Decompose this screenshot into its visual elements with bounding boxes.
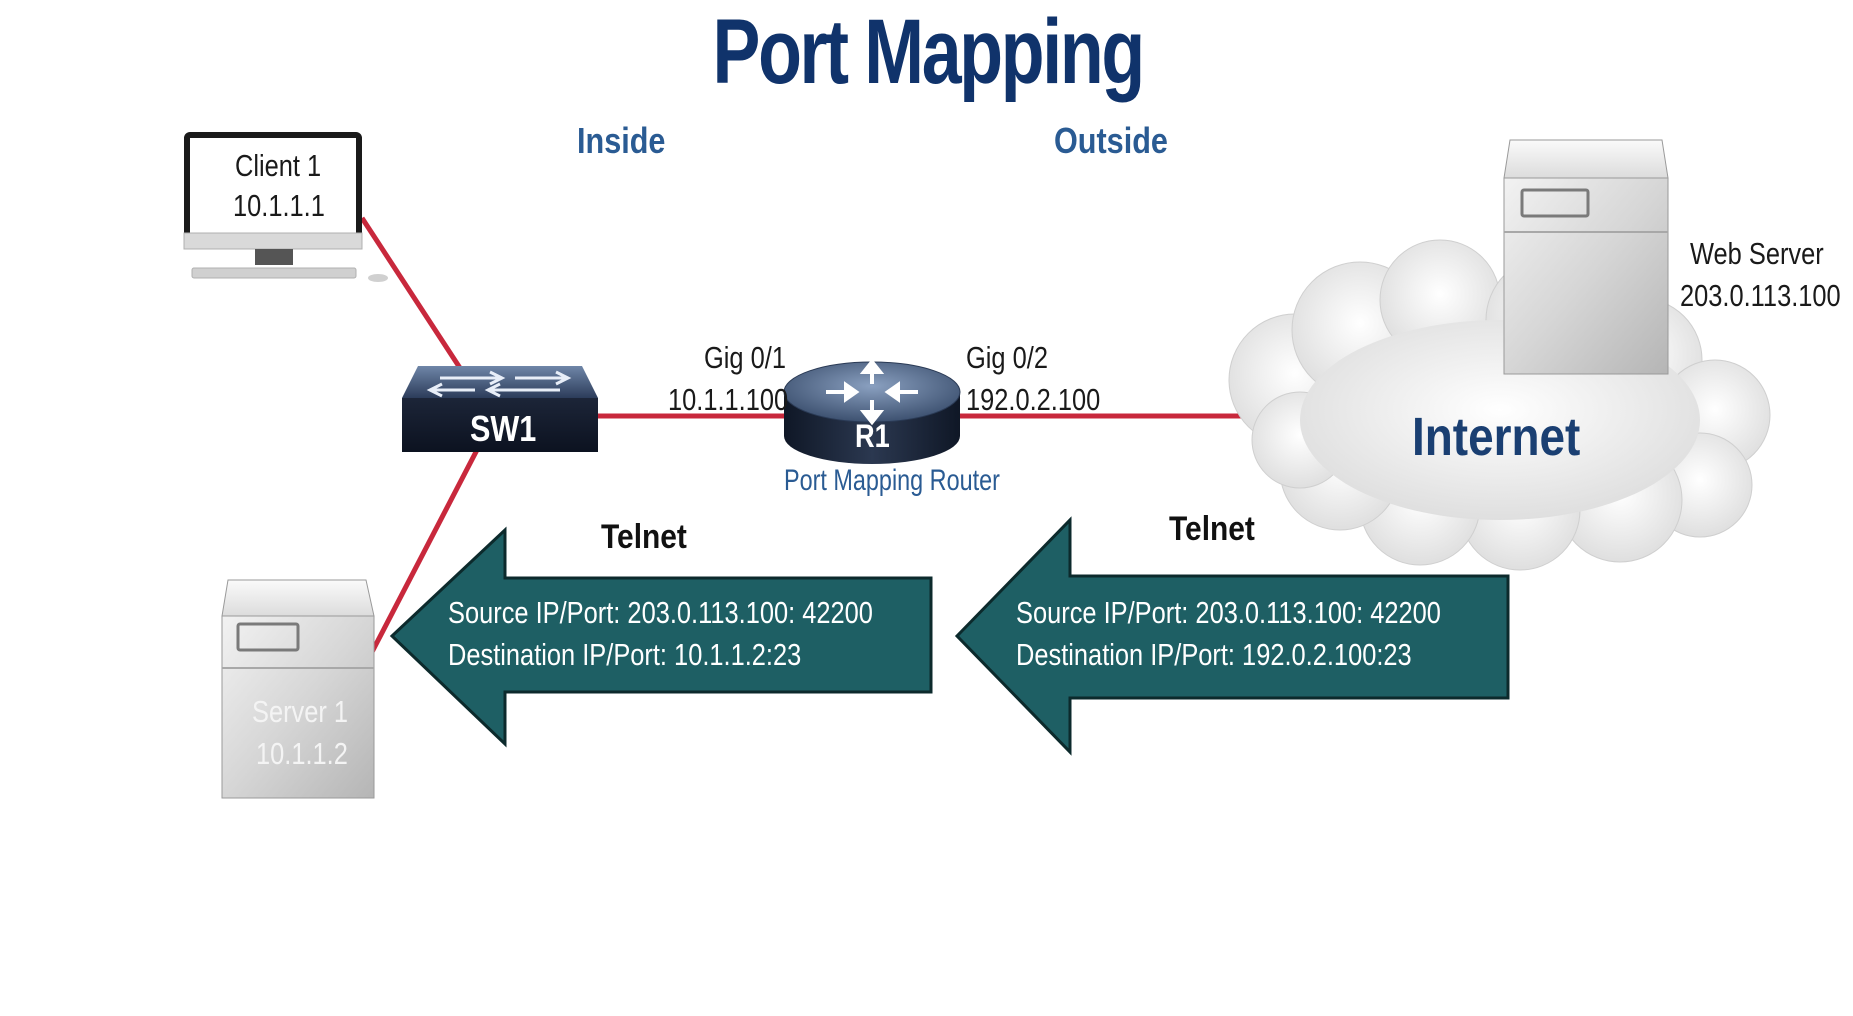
server1-icon[interactable] [221, 579, 375, 799]
link-client-switch [359, 216, 463, 370]
link-switch-server [369, 446, 481, 654]
server1-ip: 10.1.1.2 [256, 736, 348, 771]
outside-packet-arrow [954, 516, 1510, 756]
router-label: R1 [855, 418, 890, 454]
router-icon[interactable] [783, 358, 961, 464]
switch-label: SW1 [470, 408, 537, 449]
inside-protocol-label: Telnet [601, 518, 687, 556]
g02-ip: 192.0.2.100 [966, 382, 1101, 417]
g01-ip: 10.1.1.100 [668, 382, 789, 417]
web-server-name: Web Server [1690, 236, 1824, 271]
outside-destination: Destination IP/Port: 192.0.2.100:23 [1016, 637, 1412, 672]
inside-zone-label: Inside [577, 120, 666, 161]
internet-label: Internet [1412, 407, 1581, 467]
page-title: Port Mapping [712, 1, 1146, 103]
outside-zone-label: Outside [1054, 120, 1168, 161]
inside-destination: Destination IP/Port: 10.1.1.2:23 [448, 637, 802, 672]
inside-source: Source IP/Port: 203.0.113.100: 42200 [448, 595, 873, 630]
links [359, 216, 1250, 654]
switch-icon[interactable] [402, 366, 598, 452]
web-server-ip: 203.0.113.100 [1680, 278, 1841, 313]
server1-name: Server 1 [252, 694, 349, 729]
web-server-icon[interactable] [1503, 139, 1669, 375]
router-caption: Port Mapping Router [784, 464, 1000, 497]
client-monitor-icon[interactable] [183, 132, 388, 282]
outside-source: Source IP/Port: 203.0.113.100: 42200 [1016, 595, 1441, 630]
inside-packet-arrow [389, 526, 933, 748]
client-ip: 10.1.1.1 [233, 188, 325, 223]
g01-name: Gig 0/1 [704, 340, 786, 375]
g02-name: Gig 0/2 [966, 340, 1048, 375]
outside-protocol-label: Telnet [1169, 510, 1255, 548]
client-name: Client 1 [235, 148, 322, 183]
